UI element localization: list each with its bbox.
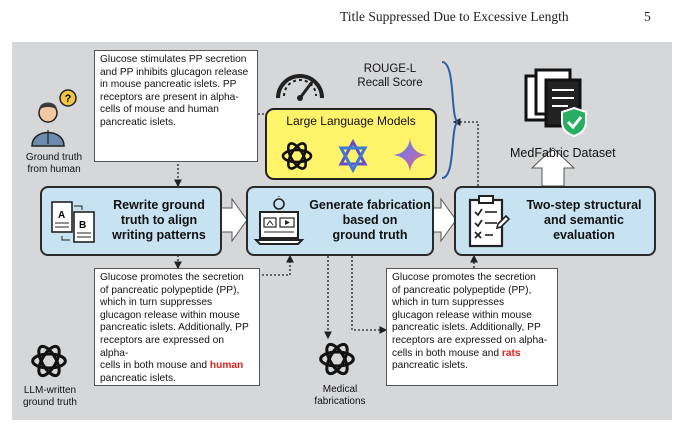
llm-truth-line4: glucagon release within mouse bbox=[100, 309, 240, 321]
llm-truth-line1: Glucose promotes the secretion bbox=[100, 272, 244, 283]
fabrication-line1: Glucose promotes the secretion bbox=[392, 272, 536, 283]
dataset-label: MedFabric Dataset bbox=[510, 146, 616, 160]
chatgpt-logo-icon-left bbox=[31, 344, 67, 378]
connector-llmtruth-to-generate bbox=[258, 254, 294, 276]
llm-truth-highlight: human bbox=[209, 360, 244, 372]
fabrication-line4: glucagon release within mouse bbox=[392, 309, 532, 321]
svg-text:A: A bbox=[58, 210, 65, 221]
gemini-logo-icon bbox=[393, 138, 427, 172]
rouge-label: ROUGE-L Recall Score bbox=[330, 62, 450, 90]
llm-truth-line2: of pancreatic polypeptide (PP), bbox=[100, 284, 240, 296]
step-rewrite-line2: truth to align bbox=[120, 213, 198, 227]
llm-label: Large Language Models bbox=[286, 114, 416, 128]
ground-truth-note: Glucose stimulates PP secretion and PP i… bbox=[94, 50, 258, 162]
laptop-bulb-icon bbox=[253, 196, 305, 245]
ground-truth-caption: Ground truth from human bbox=[14, 152, 94, 176]
fabrication-line7: cells in both mouse and rats bbox=[392, 348, 552, 361]
fabrication-line3: which in turn suppresses bbox=[392, 297, 505, 309]
step-rewrite: A B Rewrite ground truth to align writin… bbox=[40, 186, 222, 256]
arrow-rewrite-to-generate bbox=[220, 197, 248, 243]
step-evaluate-line2: and semantic bbox=[544, 213, 624, 227]
star-model-logo-icon bbox=[338, 138, 368, 174]
step-generate-label: Generate fabrication based on ground tru… bbox=[306, 198, 434, 243]
checklist-icon bbox=[468, 195, 511, 248]
llm-truth-caption-line2: ground truth bbox=[23, 397, 77, 408]
connector-eval-to-rouge bbox=[452, 118, 479, 186]
ground-truth-caption-line1: Ground truth bbox=[25, 152, 83, 163]
fabrication-caption-line1: Medical bbox=[322, 384, 358, 395]
llm-truth-line7: cells in both mouse and human bbox=[100, 360, 254, 373]
chatgpt-logo-icon-mid bbox=[319, 342, 355, 376]
step-generate-line1: Generate fabrication bbox=[309, 198, 431, 212]
arrow-generate-to-evaluate bbox=[431, 197, 457, 243]
gauge-icon bbox=[276, 74, 324, 101]
llm-truth-line8: pancreatic islets. bbox=[100, 372, 176, 384]
human-expert-icon: ? bbox=[31, 89, 77, 147]
chatgpt-logo-icon bbox=[281, 142, 313, 170]
llm-truth-caption: LLM-written ground truth bbox=[10, 385, 90, 409]
step-generate-line2: based on bbox=[342, 213, 398, 227]
document-rewrite-icon: A B bbox=[51, 201, 95, 243]
fabrication-line5: pancreatic islets. Additionally, PP bbox=[392, 322, 541, 334]
fabrication-line7-text: cells in both mouse and bbox=[392, 347, 502, 359]
svg-text:?: ? bbox=[65, 93, 72, 105]
llm-truth-note: Glucose promotes the secretion of pancre… bbox=[94, 268, 260, 386]
llm-box: Large Language Models bbox=[265, 108, 437, 180]
fabrication-caption-line2: fabrications bbox=[314, 396, 366, 407]
step-generate: Generate fabrication based on ground tru… bbox=[246, 186, 434, 256]
step-evaluate-label: Two-step structural and semantic evaluat… bbox=[514, 198, 654, 243]
connector-generate-to-fabnote bbox=[351, 256, 388, 334]
arrow-evaluate-to-dataset bbox=[530, 147, 576, 187]
fabrication-line2: of pancreatic polypeptide (PP), bbox=[392, 284, 532, 296]
rouge-bracket bbox=[441, 61, 459, 179]
svg-text:B: B bbox=[79, 220, 86, 231]
step-evaluate: Two-step structural and semantic evaluat… bbox=[454, 186, 656, 256]
rouge-label-line2: Recall Score bbox=[357, 77, 423, 89]
fabrication-highlight: rats bbox=[501, 347, 521, 359]
step-rewrite-label: Rewrite ground truth to align writing pa… bbox=[98, 198, 220, 243]
step-rewrite-line1: Rewrite ground bbox=[113, 198, 205, 212]
running-title: Title Suppressed Due to Excessive Length bbox=[340, 9, 569, 24]
step-evaluate-line1: Two-step structural bbox=[526, 198, 642, 212]
llm-truth-line7-text: cells in both mouse and bbox=[100, 360, 210, 372]
step-rewrite-line3: writing patterns bbox=[112, 228, 206, 242]
page-number: 5 bbox=[644, 9, 651, 24]
dataset-icon bbox=[524, 68, 587, 138]
llm-truth-line5: pancreatic islets. Additionally, PP bbox=[100, 322, 249, 334]
fabrication-caption: Medical fabrications bbox=[300, 384, 380, 408]
llm-truth-line3: which in turn suppresses bbox=[100, 297, 213, 309]
ground-truth-text: Glucose stimulates PP secretion and PP i… bbox=[100, 54, 249, 128]
llm-truth-line6: receptors are expressed on alpha- bbox=[100, 334, 225, 359]
fabrication-note: Glucose promotes the secretion of pancre… bbox=[386, 268, 558, 386]
ground-truth-caption-line2: from human bbox=[27, 164, 81, 175]
fabrication-line8: pancreatic islets. bbox=[392, 360, 468, 372]
llm-truth-caption-line1: LLM-written bbox=[23, 385, 77, 396]
rouge-label-line1: ROUGE-L bbox=[363, 63, 417, 75]
step-evaluate-line3: evaluation bbox=[553, 228, 615, 242]
running-header: Title Suppressed Due to Excessive Length… bbox=[0, 4, 686, 28]
fabrication-line6: receptors are expressed on alpha- bbox=[392, 334, 548, 346]
step-generate-line3: ground truth bbox=[332, 228, 408, 242]
